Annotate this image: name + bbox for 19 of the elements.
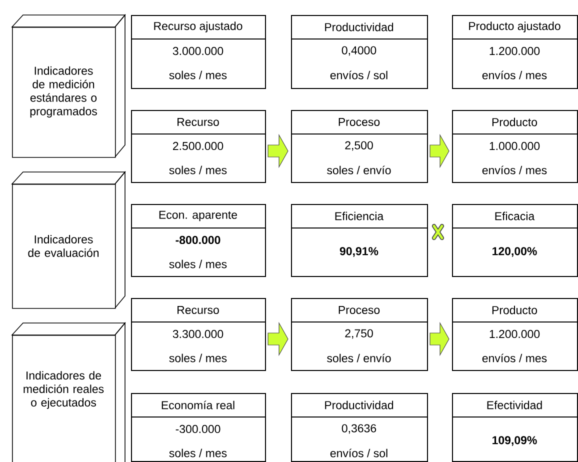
block-arrow <box>430 322 450 356</box>
block-arrow <box>268 322 288 356</box>
value-box: Producto 1.000.000 envíos / mes <box>452 110 578 183</box>
block-arrow <box>430 134 450 168</box>
value-box: Proceso 2,750 soles / envío <box>290 298 428 371</box>
block-arrow <box>268 134 288 168</box>
value-box: Productividad 0,3636 envíos / sol <box>290 393 428 462</box>
value-box: Efectividad 109,09% <box>452 393 578 462</box>
value-box: Economía real -300.000 soles / mes <box>130 393 266 462</box>
value-box: Econ. aparente -800.000 soles / mes <box>130 204 266 277</box>
value-box: Recurso 2.500.000 soles / mes <box>130 110 266 183</box>
value-box: Recurso 3.300.000 soles / mes <box>130 298 266 371</box>
value-box: Producto ajustado 1.200.000 envíos / mes <box>452 15 578 89</box>
value-box: Proceso 2,500 soles / envío <box>290 110 428 183</box>
value-box: Producto 1.200.000 envíos / mes <box>452 298 578 371</box>
value-box: Recurso ajustado 3.000.000 soles / mes <box>130 15 266 89</box>
value-box: Eficiencia 90,91% <box>290 204 428 277</box>
value-box: Eficacia 120,00% <box>452 204 578 277</box>
value-box: Productividad 0,4000 envíos / sol <box>290 15 428 89</box>
